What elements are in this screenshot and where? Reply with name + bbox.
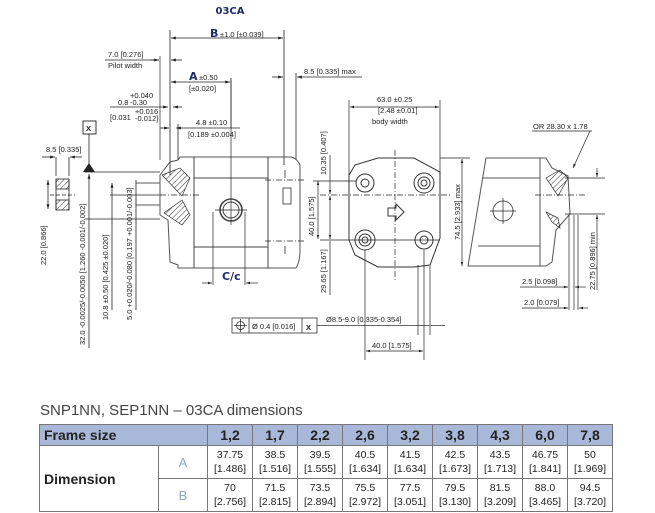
- table-row-a: Dimension A 37.75[1.486] 38.5[1.516] 39.…: [39, 445, 613, 512]
- key-width: 8.5 [0.335]: [46, 145, 81, 154]
- table-cell: 37.75[1.486]: [207, 445, 253, 479]
- body-width-label: body width: [372, 117, 408, 126]
- drawing-title: 03CA: [216, 6, 245, 17]
- table-cell: 79.5[3.130]: [432, 478, 478, 512]
- dimensions-table: Frame size 1,2 1,7 2,2 2,6 3,2 3,8 4,3 6…: [39, 424, 613, 512]
- table-cell: 73.5[2.894]: [297, 478, 343, 512]
- bottom-offset: 29.65 [1.167]: [319, 249, 328, 293]
- pilot-depth-upper: +0.040: [130, 91, 153, 100]
- hole-spacing-v: 40.0 [1.575]: [307, 196, 316, 236]
- b-letter: B: [210, 27, 218, 40]
- shaft-step-in: [0.189 ±0.004]: [188, 130, 236, 139]
- table-cell: 41.5[1.634]: [387, 445, 433, 479]
- table-cell: 39.5[1.555]: [297, 445, 343, 479]
- pilot-width-label: Pilot width: [108, 61, 142, 70]
- table-header-row: Frame size 1,2 1,7 2,2 2,6 3,2 3,8 4,3 6…: [39, 424, 613, 446]
- max-85: 8.5 [0.335] max: [304, 67, 356, 76]
- a-tolerance: ±0.50: [199, 73, 218, 82]
- frame-size-col: 2,6: [342, 424, 388, 446]
- frame-size-col: 4,3: [477, 424, 523, 446]
- pump-side-view: [159, 156, 301, 269]
- body-width-in: [2.48 ±0.01]: [378, 106, 418, 115]
- table-cell: 42.5[1.673]: [432, 445, 478, 479]
- table-cell: 77.5[3.051]: [387, 478, 433, 512]
- frame-size-col: 3,2: [387, 424, 433, 446]
- row-key-b: B: [158, 478, 208, 512]
- hole-spacing-h: 40.0 [1.575]: [372, 341, 412, 350]
- pump-right-view: [467, 157, 571, 267]
- frame-size-col: 2,2: [297, 424, 343, 446]
- technical-drawing: 03CA B ±1.0 [±0.039] 7.0 [0.276] Pilot w…: [39, 6, 605, 360]
- hole-diameter: Ø8.5-9.0 [0.335-0.354]: [326, 315, 401, 324]
- frame-size-header: Frame size: [39, 424, 208, 446]
- pilot-depth-in: [0.031: [110, 113, 131, 122]
- pilot-depth-in-upper: +0.016: [135, 107, 158, 116]
- shaft-diameter: 5.0 +0.020/-0.080 [0.197 +0.001/-0.003]: [125, 187, 134, 320]
- table-cell: 75.5[2.972]: [342, 478, 388, 512]
- body-width-value: 63.0 ±0.25: [377, 95, 412, 104]
- frame-size-col: 1,2: [207, 424, 253, 446]
- table-cell: 88.0[3.465]: [522, 478, 568, 512]
- height-max: 74.5 [2.933] max: [453, 184, 462, 240]
- dimension-label: Dimension: [39, 445, 159, 512]
- position-tolerance: Ø 0.4 [0.016]: [252, 322, 295, 331]
- dimension-b: [169, 30, 285, 175]
- table-cell: 50[1.969]: [567, 445, 613, 479]
- a-tolerance-in: [±0.020]: [189, 84, 216, 93]
- right-view-dims: [490, 130, 605, 310]
- position-tolerance-frame: [231, 317, 445, 334]
- frame-size-col: 7,8: [567, 424, 613, 446]
- min-2275: 22.75 [0.896] min: [588, 232, 597, 290]
- front-view-dims: [313, 100, 470, 360]
- shaft-length: 10.8 ±0.50 [0.425 ±0.020]: [101, 235, 110, 320]
- frame-size-col: 6,0: [522, 424, 568, 446]
- pilot-width-dim: [105, 56, 182, 160]
- table-cell: 71.5[2.815]: [252, 478, 298, 512]
- cc-label: C/c: [222, 270, 241, 283]
- datum-x-label: X: [86, 124, 91, 133]
- a-letter: A: [189, 70, 198, 83]
- table-cell: 46.75[1.841]: [522, 445, 568, 479]
- top-offset: 10.35 [0.407]: [319, 131, 328, 175]
- shaft-step: 4.8 ±0.10: [196, 118, 227, 127]
- pump-front-view: [348, 157, 441, 268]
- datum-x-marker: [82, 120, 97, 172]
- table-row-b: B 70[2.756] 71.5[2.815] 73.5[2.894] 75.5…: [40, 478, 613, 512]
- table-cell: 38.5[1.516]: [252, 445, 298, 479]
- frame-size-col: 3,8: [432, 424, 478, 446]
- table-cell: 94.5[3.720]: [567, 478, 613, 512]
- table-cell: 70[2.756]: [207, 478, 253, 512]
- frame-size-col: 1,7: [252, 424, 298, 446]
- table-cell: 81.5[3.209]: [477, 478, 523, 512]
- pilot-width-value: 7.0 [0.276]: [108, 50, 143, 59]
- pilot-depth-lower: -0.30: [130, 98, 147, 107]
- shaft-step-dim: [160, 124, 240, 160]
- table-caption: SNP1NN, SEP1NN – 03CA dimensions: [40, 402, 303, 419]
- pilot-depth-in-lower: -0.012]: [135, 114, 158, 123]
- oring-label: OR 28.30 x 1.78: [533, 122, 588, 131]
- row-key-a: A: [158, 445, 208, 479]
- position-datum: X: [306, 323, 311, 332]
- key-section: [42, 155, 82, 211]
- key-height: 22.0 [0.866]: [39, 225, 48, 265]
- depth-20: 2.0 [0.079]: [524, 298, 559, 307]
- table-cell: 43.5[1.713]: [477, 445, 523, 479]
- depth-25: 2.5 [0.098]: [522, 277, 557, 286]
- pilot-depth-value: 0.8: [118, 98, 128, 107]
- shaft-dims: [85, 171, 160, 348]
- max-85-dim: [272, 73, 362, 160]
- pilot-diameter: 32.0 -0.0025/-0.0050 [1.260 -0.001/-0.00…: [78, 204, 87, 345]
- b-tolerance: ±1.0 [±0.039]: [220, 30, 264, 39]
- side-centerlines: [160, 80, 305, 285]
- table-cell: 40.5[1.634]: [342, 445, 388, 479]
